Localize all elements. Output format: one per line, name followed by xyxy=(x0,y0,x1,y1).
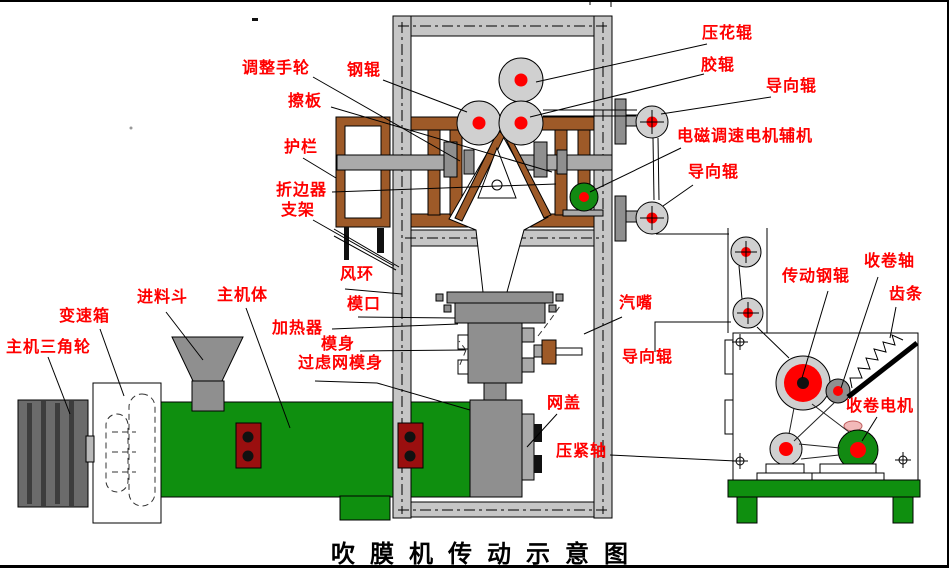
winder-unit xyxy=(724,228,921,524)
screen-cover xyxy=(521,413,535,481)
label-diancitiaosu-dianji-fuji: 电磁调速电机辅机 xyxy=(677,128,814,145)
label-tiaozheng-shoulun: 调整手轮 xyxy=(242,60,311,77)
winder-box xyxy=(732,332,919,485)
label-hulan: 护栏 xyxy=(284,139,319,156)
die-body xyxy=(467,322,523,384)
label-jiareqi: 加热器 xyxy=(272,320,324,337)
diagram-title: 吹膜机传动示意图 xyxy=(331,542,643,568)
label-zhebianqi: 折边器 xyxy=(276,182,328,199)
film-path xyxy=(543,109,790,359)
die-assembly xyxy=(435,291,583,498)
heater-ring xyxy=(454,302,546,324)
label-fenghuan: 风环 xyxy=(340,266,375,283)
label-biansuxiang: 变速箱 xyxy=(59,308,111,325)
label-zhujiti: 主机体 xyxy=(217,287,269,304)
edge-top xyxy=(0,0,949,2)
label-chitiao: 齿条 xyxy=(889,286,924,303)
wiper-shaft-left xyxy=(336,154,456,171)
winder-base xyxy=(727,479,921,498)
tower-frame xyxy=(392,15,613,519)
gearbox-gear-outline-2 xyxy=(105,413,129,493)
collapsing-boards xyxy=(454,130,552,222)
label-jinliaodou: 进料斗 xyxy=(137,289,189,306)
feed-hopper-cone xyxy=(171,336,244,382)
wiper-plate-assemblies xyxy=(336,141,613,178)
label-moshen: 模身 xyxy=(321,336,356,353)
label-yajinzhou: 压紧轴 xyxy=(556,443,608,460)
label-caban: 擦板 xyxy=(288,93,323,110)
label-wanggai: 网盖 xyxy=(547,395,582,412)
label-daoxianggun-1: 导向辊 xyxy=(766,78,818,95)
datum-mark-3 xyxy=(895,452,911,468)
label-daoxianggun-3: 导向辊 xyxy=(622,349,674,366)
barrel-heaters xyxy=(235,422,424,469)
label-mokou: 模口 xyxy=(347,296,382,313)
label-shoujuanzhou: 收卷轴 xyxy=(864,253,916,270)
edge-right xyxy=(947,0,949,568)
datum-mark-1 xyxy=(732,334,748,350)
leader-lines xyxy=(47,43,897,462)
nip-rollers xyxy=(456,57,544,146)
die-mouth xyxy=(446,291,554,304)
rack-bar xyxy=(846,341,919,399)
label-yahuagun: 压花辊 xyxy=(702,25,754,42)
extruder-assembly xyxy=(17,336,471,524)
label-zhijia: 支架 xyxy=(281,202,316,219)
steam-nozzle xyxy=(541,339,557,365)
main-v-belt-pulley xyxy=(17,399,95,508)
label-zhuji-sanjiaolun: 主机三角轮 xyxy=(6,339,92,356)
extruder-lower-block xyxy=(339,495,391,521)
feed-hopper-neck xyxy=(191,380,225,412)
label-ganggun: 钢辊 xyxy=(347,62,382,79)
tower-guide-rollers xyxy=(614,98,669,242)
label-chuandong-ganggun: 传动钢辊 xyxy=(782,268,851,285)
edge-bottom xyxy=(0,565,949,568)
gearbox-gear-outline-1 xyxy=(128,393,156,507)
label-shoujuan-dianji: 收卷电机 xyxy=(846,398,915,415)
label-qizui: 汽嘴 xyxy=(619,295,654,312)
rack-spring xyxy=(849,334,904,389)
gearbox xyxy=(92,382,162,524)
filter-screen-body xyxy=(469,399,523,498)
label-jiaogun: 胶辊 xyxy=(701,57,736,74)
speed-motor-aux xyxy=(562,182,604,217)
label-daoxianggun-2: 导向辊 xyxy=(688,164,740,181)
label-guolvwang-moshen: 过虑网模身 xyxy=(298,355,384,372)
